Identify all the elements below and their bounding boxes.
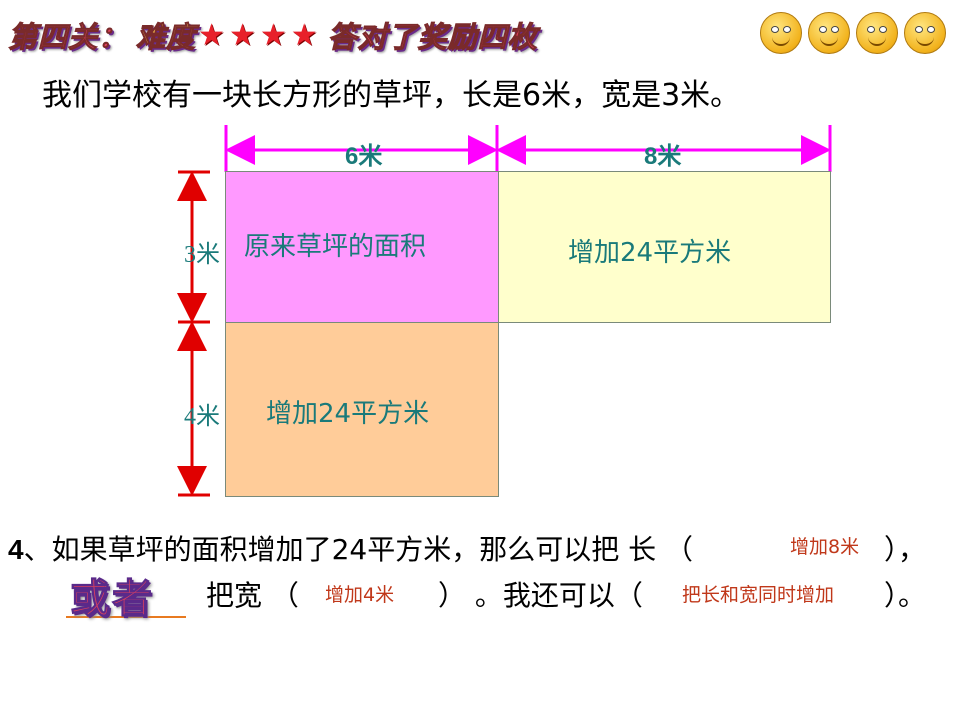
question-line-2a: 把宽 （ — [206, 579, 299, 612]
question-number: 4 — [8, 534, 24, 565]
bottom-area-label: 增加24平方米 — [266, 399, 430, 429]
intro-text: 我们学校有一块长方形的草坪，长是6米，宽是3米。 — [42, 78, 741, 113]
question-line-2b: ） 。我还可以（ — [438, 579, 643, 612]
side-dim-top-label: 3米 — [184, 242, 220, 268]
smiley-row — [760, 12, 946, 54]
huozhe-wordart: 或者 — [70, 576, 154, 623]
top-dim-left-label: 6米 — [345, 143, 383, 170]
top-dim-right-label: 8米 — [644, 143, 682, 170]
smiley-icon — [808, 12, 850, 54]
difficulty-label: 难度 — [136, 20, 197, 55]
smiley-icon — [904, 12, 946, 54]
star-icon: ★ — [290, 17, 318, 53]
header-banner: 第四关： 难度 ★ ★ ★ ★ 答对了奖励四枚 — [7, 14, 538, 56]
star-icon: ★ — [228, 17, 256, 53]
star-icon: ★ — [259, 17, 287, 53]
added-bottom-box — [225, 322, 499, 497]
smiley-icon — [760, 12, 802, 54]
question-text: 、如果草坪的面积增加了24平方米，那么可以把 长 （ — [23, 533, 694, 566]
level-title: 第四关： — [7, 20, 129, 55]
answer-width: 增加4米 — [325, 584, 395, 606]
original-area-label: 原来草坪的面积 — [244, 232, 427, 262]
side-dim-bottom-label: 4米 — [184, 404, 220, 430]
star-icon: ★ — [198, 17, 225, 53]
question-line-1: 4、如果草坪的面积增加了24平方米，那么可以把 长 （ — [8, 528, 693, 568]
added-right-box — [498, 171, 831, 323]
reward-text: 答对了奖励四枚 — [327, 20, 538, 55]
right-area-label: 增加24平方米 — [568, 238, 732, 268]
answer-length: 增加8米 — [790, 536, 860, 558]
question-line-2c: ）。 — [884, 579, 927, 612]
smiley-icon — [856, 12, 898, 54]
question-line-1-end: ）， — [884, 533, 927, 566]
answer-both: 把长和宽同时增加 — [682, 584, 835, 606]
